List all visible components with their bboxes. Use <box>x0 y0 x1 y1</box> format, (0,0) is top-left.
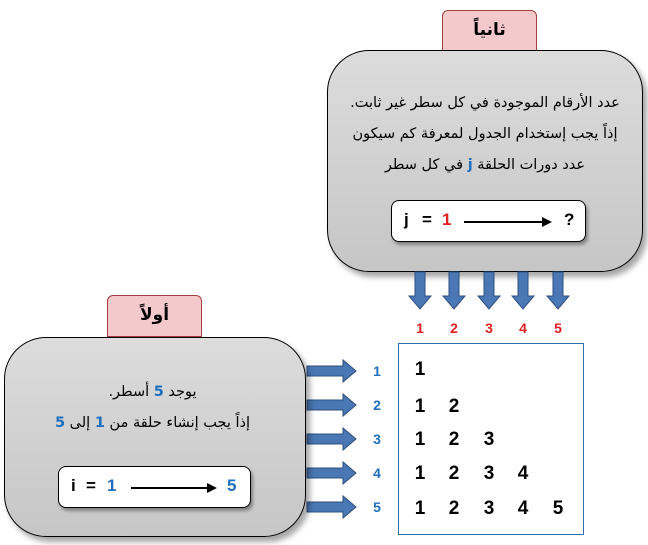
down-arrow-icon-1 <box>407 271 433 310</box>
grid-cell: 1 <box>414 429 426 450</box>
formula-i-var: i <box>71 476 76 495</box>
loop-end: 5 <box>54 415 66 431</box>
second-section-text: عدد الأرقام الموجودة في كل سطر غير ثابت.… <box>335 88 635 181</box>
grid-cell: 2 <box>448 429 460 450</box>
rows-count: 5 <box>153 384 164 400</box>
grid-cell: 3 <box>483 429 495 450</box>
row-number-4: 4 <box>373 465 381 481</box>
formula-j-var: j <box>404 210 409 229</box>
grid-cell: 5 <box>552 498 564 519</box>
first-section-formula: i = 1 5 <box>58 466 251 508</box>
loop-start: 1 <box>94 415 105 431</box>
grid-cell: 1 <box>414 463 426 484</box>
formula-i-arrow-icon <box>131 483 217 493</box>
down-arrow-icon-5 <box>545 271 571 310</box>
row-number-3: 3 <box>373 431 381 447</box>
right-arrow-icon-1 <box>306 358 357 384</box>
column-number-2: 2 <box>450 320 458 336</box>
grid-cell: 4 <box>517 498 529 519</box>
row-number-1: 1 <box>373 363 381 379</box>
formula-i-eq: = <box>86 476 96 495</box>
row-number-5: 5 <box>373 499 381 515</box>
grid-cell: 1 <box>414 359 426 380</box>
down-arrow-icon-4 <box>510 271 536 310</box>
formula-j-eq: = <box>422 210 432 229</box>
row-number-2: 2 <box>373 397 381 413</box>
grid-cell: 2 <box>448 498 460 519</box>
second-section-line-2: إذاً يجب إستخدام الجدول لمعرفة كم سيكون <box>352 126 618 142</box>
grid-cell: 1 <box>414 396 426 417</box>
column-number-1: 1 <box>416 320 424 336</box>
column-number-3: 3 <box>485 320 493 336</box>
first-section-text: يوجد 5 أسطر. إذاً يجب إنشاء حلقة من 1 إل… <box>10 377 295 439</box>
second-section-line-3: عدد دورات الحلقة j في كل سطر <box>384 157 586 173</box>
second-section-tab-label: ثانياً <box>473 20 506 40</box>
down-arrow-icon-3 <box>476 271 502 310</box>
first-section-tab-label: أولاً <box>139 305 170 325</box>
right-arrow-icon-3 <box>306 426 357 452</box>
formula-i-start: 1 <box>107 476 117 495</box>
right-arrow-icon-5 <box>306 494 357 520</box>
right-arrow-icon-2 <box>306 392 357 418</box>
column-number-5: 5 <box>554 320 562 336</box>
column-number-4: 4 <box>519 320 527 336</box>
down-arrow-icon-2 <box>441 271 467 310</box>
first-section-line-2: إذاً يجب إنشاء حلقة من 1 إلى 5 <box>54 415 251 431</box>
formula-i-end: 5 <box>227 476 237 495</box>
number-grid: 1 1 2 1 2 3 1 2 3 4 1 2 3 4 5 <box>398 343 584 535</box>
first-section-line-1: يوجد 5 أسطر. <box>108 384 197 400</box>
formula-j-start: 1 <box>442 210 452 229</box>
second-section-formula: j = 1 ? <box>391 200 586 242</box>
second-section-line-1: عدد الأرقام الموجودة في كل سطر غير ثابت. <box>350 95 620 111</box>
second-section-tab: ثانياً <box>442 10 537 52</box>
grid-cell: 2 <box>448 396 460 417</box>
right-arrow-icon-4 <box>306 460 357 486</box>
first-section-tab: أولاً <box>107 295 202 337</box>
formula-j-arrow-icon <box>464 217 552 227</box>
grid-cell: 1 <box>414 498 426 519</box>
grid-cell: 4 <box>517 463 529 484</box>
formula-j-end: ? <box>564 210 575 229</box>
loop-var-j: j <box>467 157 473 173</box>
grid-cell: 3 <box>483 463 495 484</box>
grid-cell: 3 <box>483 498 495 519</box>
grid-cell: 2 <box>448 463 460 484</box>
